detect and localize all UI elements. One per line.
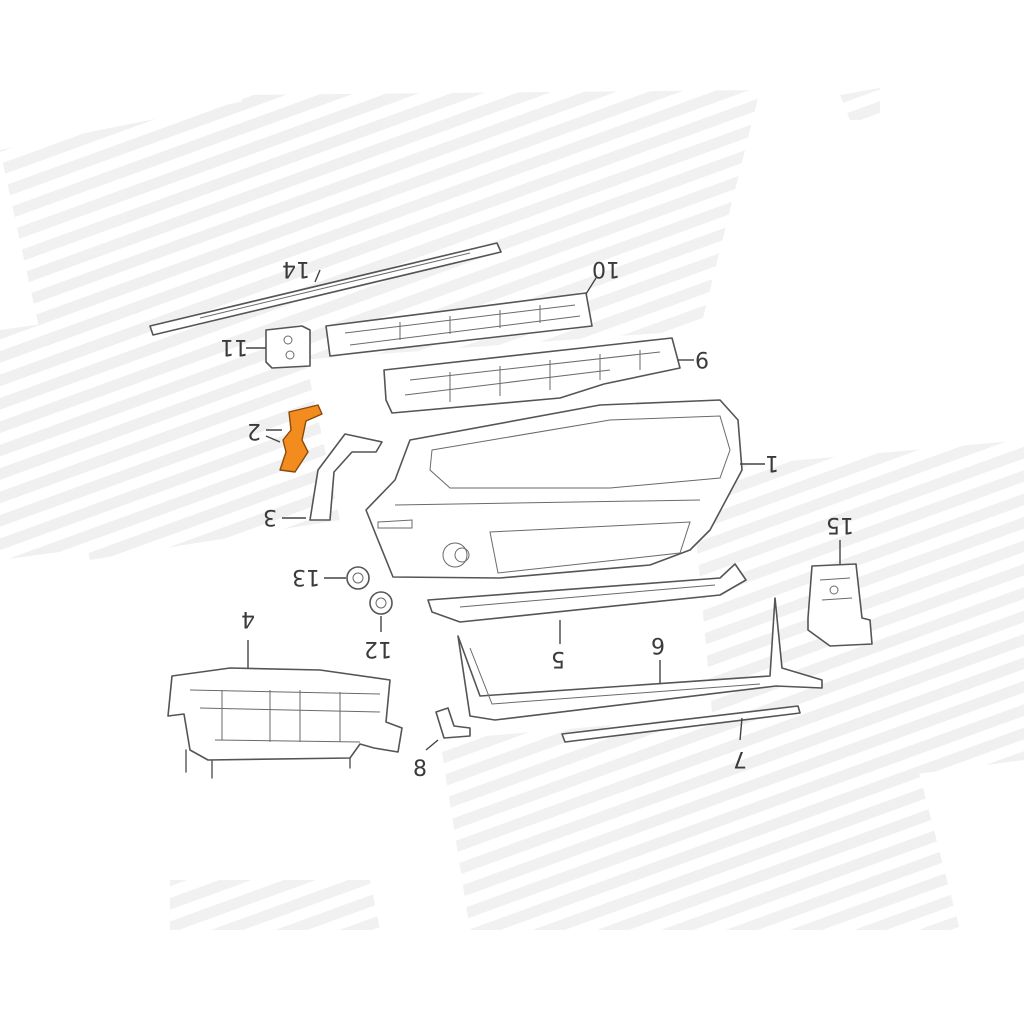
part-3-side-bracket: [309, 433, 383, 521]
callout-3: 3: [263, 504, 277, 529]
part-7-trim-strip: [561, 705, 801, 743]
part-10-upper-reinforcement: [325, 292, 593, 357]
callout-12: 12: [364, 636, 392, 661]
callout-labels: 14 10 11 9 2 1 3 15 13 4 12 5 6 7 8: [220, 256, 854, 782]
callout-11: 11: [220, 334, 248, 359]
callout-15: 15: [826, 512, 854, 537]
part-11-bracket: [265, 325, 311, 369]
callout-7: 7: [733, 746, 747, 771]
callout-13: 13: [292, 564, 320, 589]
callout-14: 14: [282, 256, 310, 281]
callout-4: 4: [241, 606, 255, 631]
part-13-bezel: [346, 566, 370, 590]
part-1-bumper-fascia: [365, 399, 743, 579]
part-8-small-bracket: [435, 707, 471, 739]
part-6-lower-valance: [457, 597, 823, 721]
part-14-molding-strip: [149, 242, 502, 336]
callout-1: 1: [765, 450, 779, 475]
callout-10: 10: [592, 256, 620, 281]
part-4-support-frame: [167, 667, 403, 779]
part-15-latch-bracket: [807, 563, 873, 647]
callout-6: 6: [651, 632, 665, 657]
callout-5: 5: [551, 646, 565, 671]
callout-8: 8: [413, 757, 427, 782]
callout-9: 9: [695, 346, 709, 371]
callout-2: 2: [247, 418, 261, 443]
part-9-energy-absorber: [383, 337, 681, 414]
part-12-bezel: [369, 591, 393, 615]
leader-lines: [246, 269, 841, 751]
part-5-lower-spoiler: [427, 563, 747, 623]
part-2-fascia-bracket: [279, 404, 323, 473]
